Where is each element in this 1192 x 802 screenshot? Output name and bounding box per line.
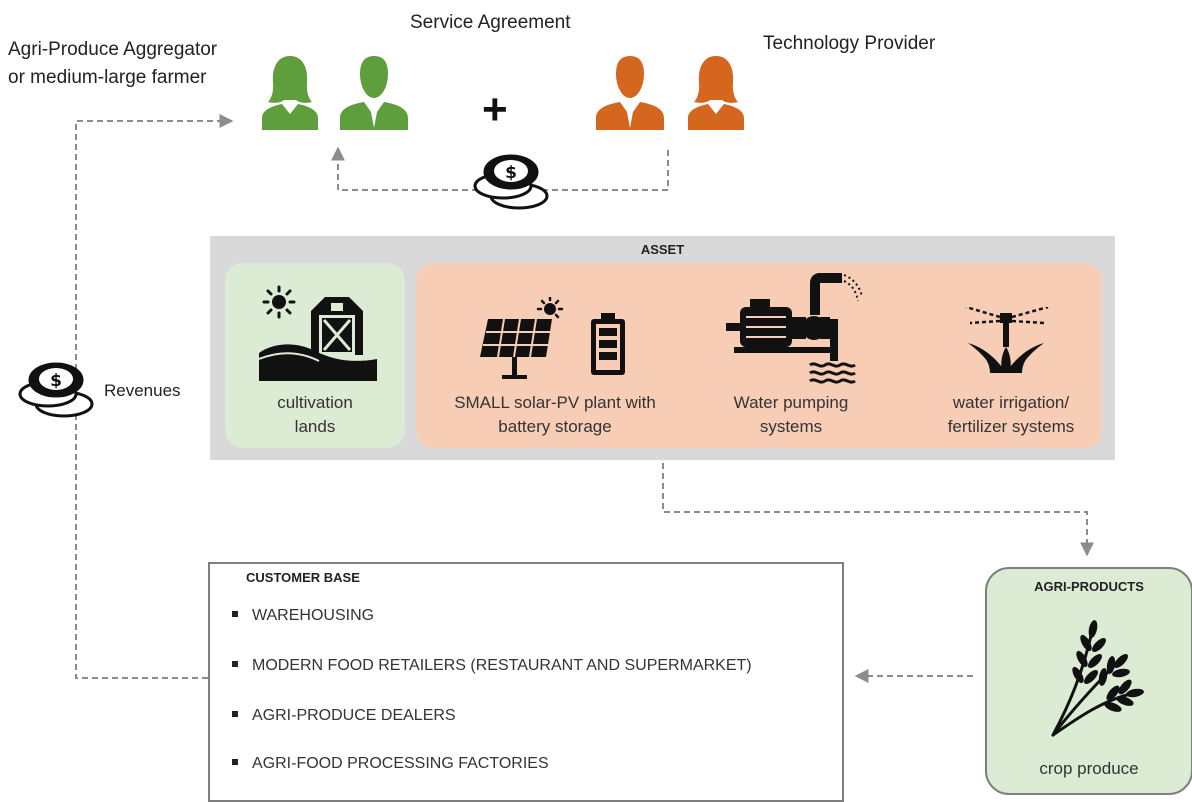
svg-text:$: $ [505, 163, 517, 183]
service-agreement-label: Service Agreement [410, 12, 571, 33]
bullet-icon [232, 758, 238, 765]
agri-products-title: AGRI-PRODUCTS [1034, 579, 1144, 594]
battery-icon [591, 313, 625, 375]
svg-text:$: $ [50, 371, 62, 391]
list-item: WAREHOUSING [232, 607, 374, 625]
coins-icon: $ [18, 362, 94, 418]
person-female-icon [262, 56, 318, 130]
plus-sign: + [482, 85, 508, 134]
bullet-icon [232, 610, 238, 617]
cultivation-lands-label: cultivation lands [277, 393, 353, 436]
asset-to-products-connector [662, 463, 1094, 557]
bullet-icon [232, 660, 238, 667]
crop-produce-label: crop produce [1039, 759, 1139, 778]
wheat-icon [1051, 620, 1144, 737]
person-male-icon [340, 56, 408, 130]
technology-provider-label: Technology Provider [763, 33, 936, 54]
sun-icon [262, 285, 296, 319]
water-pumping-label: Water pumping systems [733, 393, 849, 436]
technology-assets-box: SMALL solar-PV plant with battery storag… [416, 263, 1102, 448]
coins-icon: $ [473, 154, 549, 210]
bullet-icon [232, 710, 238, 717]
revenues-label: Revenues [104, 381, 181, 400]
list-item: MODERN FOOD RETAILERS (RESTAURANT AND SU… [232, 657, 752, 675]
irrigation-label: water irrigation/ fertilizer systems [947, 393, 1075, 436]
barn-icon [259, 297, 377, 381]
list-item: AGRI-PRODUCE DEALERS [232, 707, 456, 725]
asset-panel: ASSET cultivation lands [210, 236, 1115, 460]
solar-panel-icon [480, 297, 564, 379]
list-item: AGRI-FOOD PROCESSING FACTORIES [232, 755, 549, 773]
solar-pv-label: SMALL solar-PV plant with battery storag… [454, 393, 656, 436]
customer-base-box: CUSTOMER BASE WAREHOUSING MODERN FOOD RE… [208, 562, 844, 802]
aggregator-label: Agri-Produce Aggregator or medium-large … [8, 39, 218, 88]
person-male-icon [596, 56, 664, 130]
customer-base-title: CUSTOMER BASE [246, 570, 360, 585]
asset-title: ASSET [640, 242, 685, 257]
person-female-icon [688, 56, 744, 130]
cultivation-lands-box: cultivation lands [225, 263, 405, 448]
water-pump-icon [726, 273, 863, 384]
sprinkler-icon [965, 307, 1049, 373]
agri-products-box: AGRI-PRODUCTS crop produce [985, 567, 1192, 795]
